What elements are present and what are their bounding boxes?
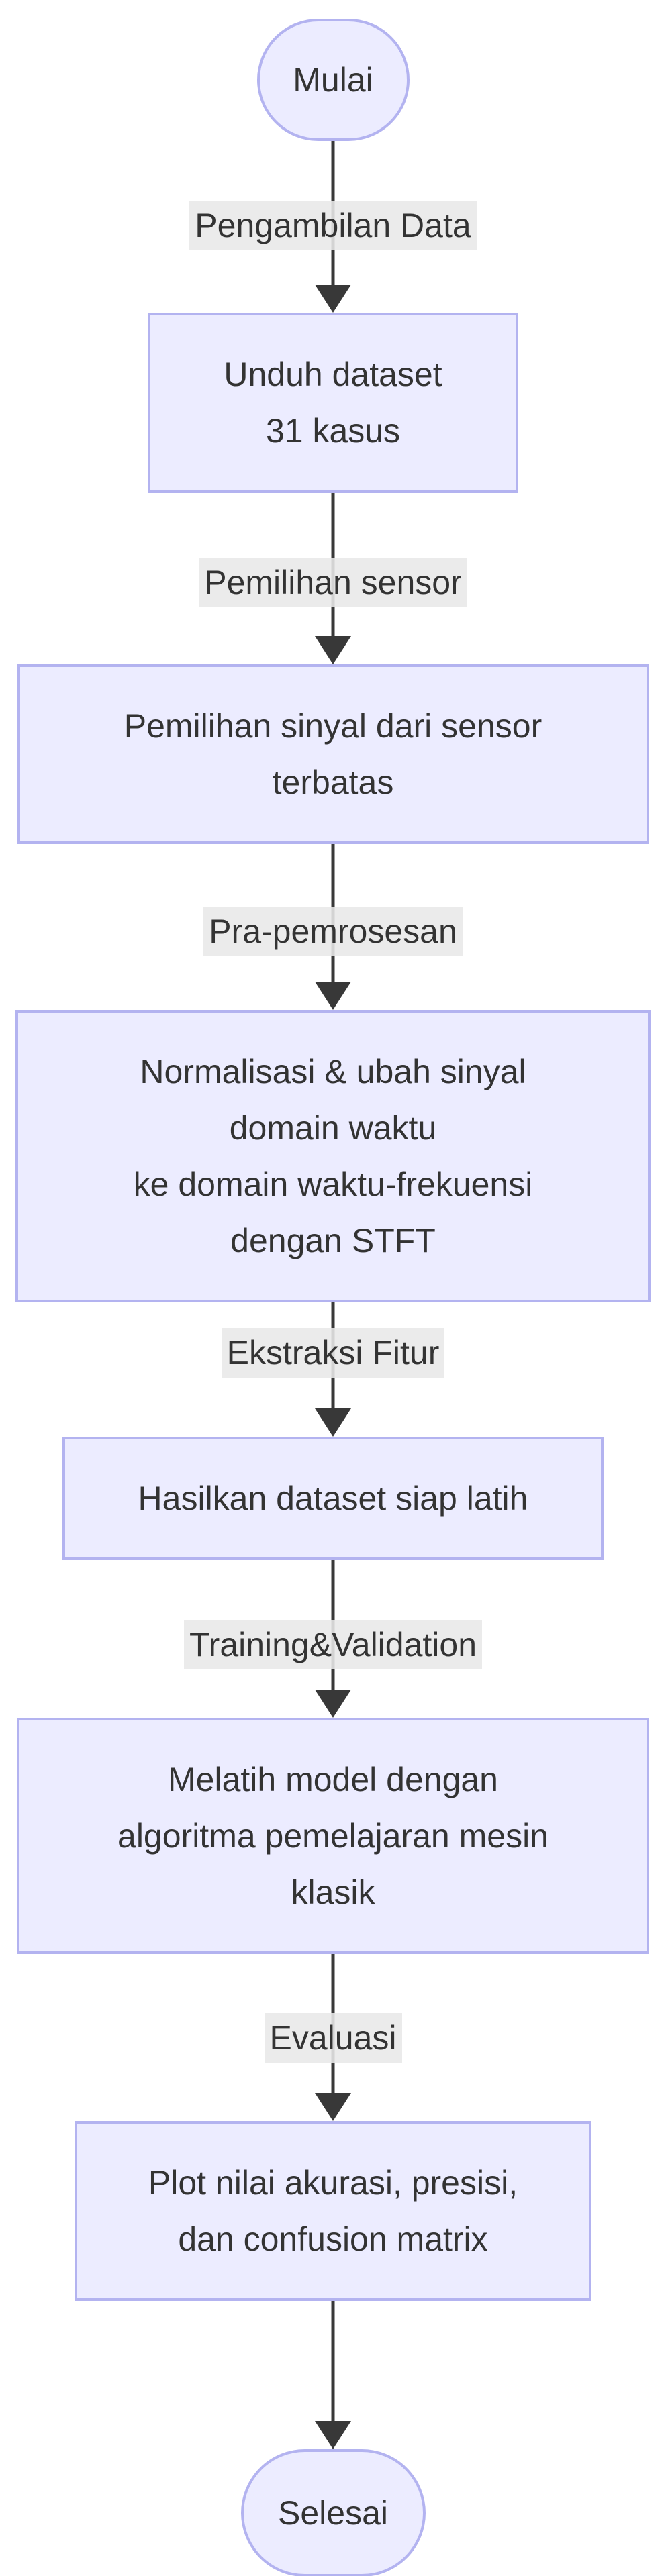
node-text-line: algoritma pemelajaran mesin	[117, 1817, 549, 1855]
edge-plot-to-end	[0, 2301, 666, 2449]
arrowhead-icon	[315, 285, 351, 313]
node-text-line: Unduh dataset	[224, 356, 442, 393]
arrowhead-icon	[315, 636, 351, 664]
node-text-line: domain waktu	[229, 1109, 437, 1147]
arrowhead-icon	[315, 2093, 351, 2121]
node-text-line: terbatas	[272, 764, 394, 801]
edge-label-pemilihan-sensor: Pemilihan sensor	[199, 558, 467, 607]
node-text-line: dengan STFT	[230, 1222, 436, 1259]
start-node-mulai: Mulai	[256, 19, 410, 141]
edge-line	[331, 2301, 335, 2424]
process-node-pemilihan-sinyal: Pemilihan sinyal dari sensor terbatas	[17, 664, 649, 844]
node-text-line: klasik	[291, 1873, 375, 1911]
end-node-selesai: Selesai	[240, 2449, 426, 2576]
end-node-label: Selesai	[278, 2494, 388, 2532]
arrowhead-icon	[315, 982, 351, 1010]
node-text-line: Pemilihan sinyal dari sensor	[124, 707, 542, 745]
process-node-unduh-dataset: Unduh dataset 31 kasus	[148, 313, 518, 493]
arrowhead-icon	[315, 1408, 351, 1437]
edge-label-pra-pemrosesan: Pra-pemrosesan	[203, 907, 463, 956]
node-text-line: dan confusion matrix	[178, 2220, 488, 2258]
edge-preprocessing-to-feature: Ekstraksi Fitur	[0, 1302, 666, 1437]
edge-label-evaluasi: Evaluasi	[264, 2013, 402, 2063]
arrowhead-icon	[315, 2421, 351, 2449]
process-node-melatih-model: Melatih model dengan algoritma pemelajar…	[17, 1718, 649, 1954]
node-text-line: Hasilkan dataset siap latih	[138, 1480, 528, 1517]
edge-training-to-evaluation: Evaluasi	[0, 1954, 666, 2121]
edge-start-to-download: Pengambilan Data	[0, 141, 666, 313]
node-text-line: Plot nilai akurasi, presisi,	[148, 2164, 518, 2202]
edge-download-to-sensor: Pemilihan sensor	[0, 493, 666, 664]
edge-label-pengambilan-data: Pengambilan Data	[189, 201, 477, 250]
node-text-line: Melatih model dengan	[168, 1761, 498, 1798]
edge-sensor-to-preprocessing: Pra-pemrosesan	[0, 844, 666, 1010]
edge-feature-to-training: Training&Validation	[0, 1560, 666, 1718]
node-text-line: 31 kasus	[265, 412, 401, 450]
node-text-line: ke domain waktu-frekuensi	[133, 1166, 533, 1203]
arrowhead-icon	[315, 1690, 351, 1718]
edge-label-training-validation: Training&Validation	[183, 1620, 483, 1669]
process-node-dataset-siap-latih: Hasilkan dataset siap latih	[62, 1437, 604, 1560]
process-node-normalisasi-stft: Normalisasi & ubah sinyal domain waktu k…	[15, 1010, 651, 1302]
node-text-line: Normalisasi & ubah sinyal	[140, 1053, 526, 1090]
edge-label-ekstraksi-fitur: Ekstraksi Fitur	[221, 1328, 445, 1378]
start-node-label: Mulai	[293, 61, 373, 99]
process-node-plot-hasil: Plot nilai akurasi, presisi, dan confusi…	[75, 2121, 591, 2301]
